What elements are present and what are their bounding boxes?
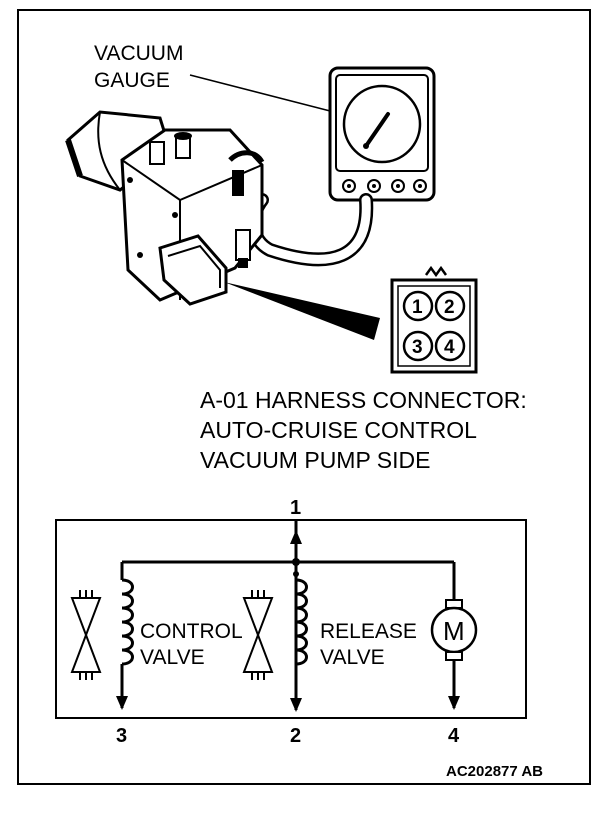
terminal-2-label: 2	[290, 725, 301, 747]
vacuum-pump-icon	[65, 110, 265, 302]
terminal-4-label: 4	[448, 725, 460, 747]
gauge-dial-icon	[342, 84, 422, 164]
motor-icon: M	[430, 599, 478, 661]
connector-pin-3: 3	[412, 337, 423, 358]
vacuum-gauge	[328, 66, 436, 202]
connector-face: 1 2 3 4	[390, 265, 478, 374]
terminal-1-label: 1	[290, 497, 301, 519]
figure-border	[17, 9, 591, 785]
vacuum-hose	[246, 193, 374, 267]
gauge-knobs	[342, 179, 427, 193]
release-valve-label-line1: RELEASE	[320, 620, 417, 643]
gauge-label-line2: GAUGE	[94, 69, 170, 92]
solenoid-coil-icon	[121, 578, 134, 666]
control-valve-label-line1: CONTROL	[140, 620, 243, 643]
connector-pin-4: 4	[444, 337, 455, 358]
caption-line3: VACUUM PUMP SIDE	[200, 447, 430, 473]
connector-plug-icon	[158, 234, 228, 306]
release-valve-label-line2: VALVE	[320, 646, 385, 669]
terminal-3-label: 3	[116, 725, 127, 747]
caption-line2: AUTO-CRUISE CONTROL	[200, 417, 477, 443]
motor-symbol: M	[443, 616, 465, 646]
bus-junction	[292, 558, 300, 566]
schematic-box	[55, 519, 527, 719]
solenoid-coil-icon	[295, 578, 308, 666]
valve-icon	[70, 590, 102, 680]
connector-pin-1: 1	[412, 297, 423, 318]
gauge-leader-line	[189, 74, 335, 113]
control-valve-label-line2: VALVE	[140, 646, 205, 669]
caption-line1: A-01 HARNESS CONNECTOR:	[200, 387, 527, 413]
valve-icon	[242, 590, 274, 680]
connector-pointer	[224, 282, 380, 340]
terminal-1-arrow	[290, 530, 302, 544]
connector-pin-2: 2	[444, 297, 455, 318]
gauge-label-line1: VACUUM	[94, 42, 183, 65]
reference-code: AC202877 AB	[446, 763, 543, 780]
